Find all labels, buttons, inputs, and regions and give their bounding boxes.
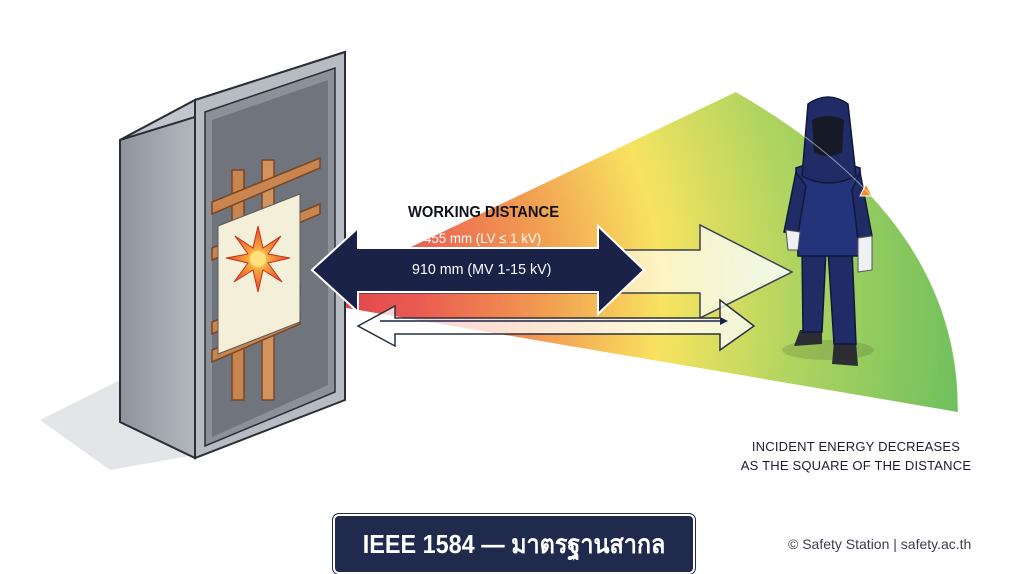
working-distance-label: WORKING DISTANCE [408, 204, 560, 221]
energy-note-line1: INCIDENT ENERGY DECREASES [751, 439, 961, 454]
energy-note-line2: AS THE SQUARE OF THE DISTANCE [740, 458, 972, 473]
standard-badge: IEEE 1584 — มาตรฐานสากล [333, 514, 695, 574]
lv-distance-label: 455 mm (LV ≤ 1 kV) [424, 230, 542, 246]
credit-text: © Safety Station | safety.ac.th [788, 536, 972, 552]
ppe-worker-icon [782, 96, 874, 366]
energy-note: INCIDENT ENERGY DECREASES AS THE SQUARE … [726, 437, 986, 475]
arc-flash-icon [225, 225, 291, 293]
return-distance-arrow [356, 298, 756, 352]
working-distance-arrow [310, 223, 646, 317]
cabinet-shadow [40, 380, 195, 470]
electrical-cabinet-icon [119, 50, 346, 460]
standard-title: IEEE 1584 — มาตรฐานสากล [362, 528, 666, 559]
mv-distance-label: 910 mm (MV 1-15 kV) [412, 261, 552, 278]
